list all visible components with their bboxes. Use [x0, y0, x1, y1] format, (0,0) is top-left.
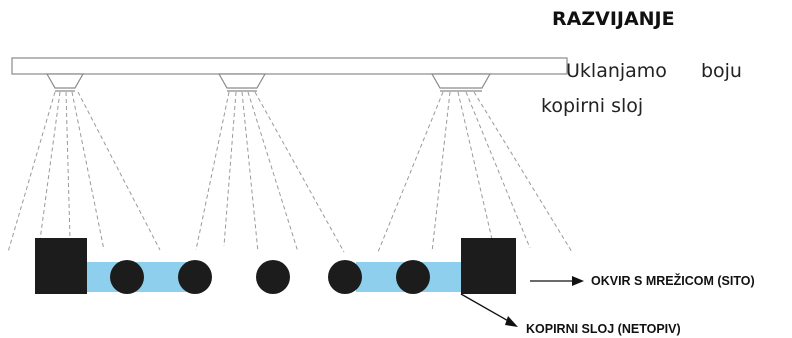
- mesh-thread: [396, 260, 430, 294]
- arrow-right-icon: [530, 276, 584, 286]
- frame-block-left: [35, 238, 87, 294]
- description-word-1: Uklanjamo: [566, 60, 667, 82]
- section-heading: RAZVIJANJE: [552, 8, 675, 30]
- description-line-2: kopirni sloj: [541, 95, 644, 117]
- spray-bar: [11, 57, 568, 75]
- nozzle-icon: [430, 73, 492, 92]
- mesh-thread: [256, 260, 290, 294]
- frame-block-right: [461, 238, 516, 294]
- nozzle-icon: [217, 73, 267, 92]
- nozzle-icon: [45, 73, 85, 92]
- description-line-1: Uklanjamo boju: [566, 60, 742, 82]
- mesh-thread: [328, 260, 362, 294]
- spray-lines: [7, 91, 573, 253]
- description-word-2: boju: [700, 60, 742, 82]
- mesh-thread: [110, 260, 144, 294]
- arrow-right-icon: [460, 293, 518, 327]
- frame-label: OKVIR S MREŽICOM (SITO): [591, 273, 755, 288]
- layer-label: KOPIRNI SLOJ (NETOPIV): [526, 322, 681, 336]
- mesh-thread: [178, 260, 212, 294]
